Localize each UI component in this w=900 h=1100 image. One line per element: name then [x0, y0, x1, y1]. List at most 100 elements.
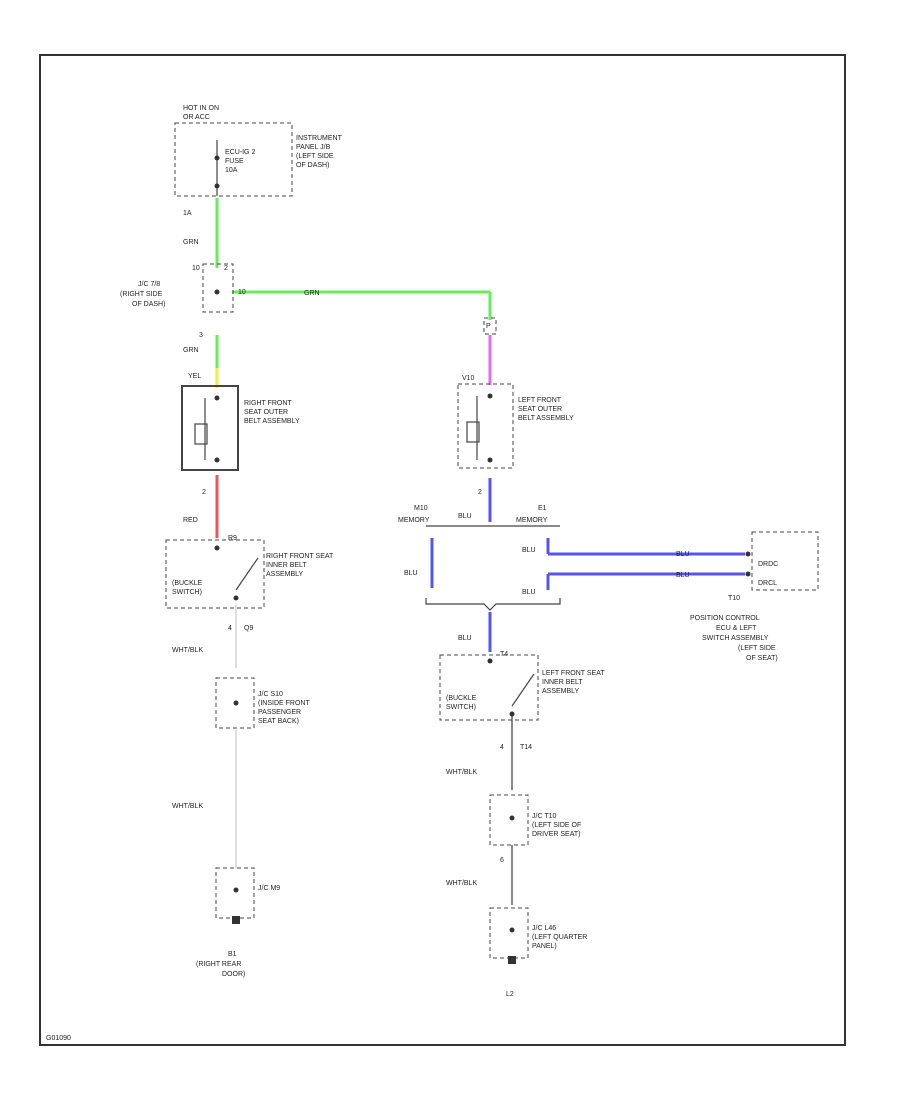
- pin-6-label: 6: [500, 857, 504, 864]
- hot-label: HOT IN ON: [183, 105, 219, 112]
- lf-outer-terminal-top: [487, 393, 493, 399]
- lf-inner-terminal-top: [487, 658, 493, 664]
- rf-outer-label-2: SEAT OUTER: [244, 409, 288, 416]
- pin-p-label: P: [486, 323, 491, 330]
- rf-outer-label-1: RIGHT FRONT: [244, 400, 292, 407]
- lf-outer-switch-body: [466, 421, 480, 443]
- pin-e1-label: E1: [538, 505, 547, 512]
- pin-2c-label: 2: [478, 489, 482, 496]
- pin-t4-label: T4: [500, 651, 508, 658]
- ground-b1-label-2: (RIGHT REAR: [196, 961, 241, 968]
- position-ecu-box: [751, 531, 819, 591]
- instrument-panel-jb-box: [174, 122, 293, 197]
- position-ecu-label-1: POSITION CONTROL: [690, 615, 760, 622]
- pin-4b-label: 4: [500, 744, 504, 751]
- wire-grn-label-2: GRN: [304, 290, 320, 297]
- fuse-terminal-bottom: [214, 183, 220, 189]
- jc-t10-label-3: DRIVER SEAT): [532, 831, 581, 838]
- jc-t10-box: [489, 794, 529, 846]
- jc-s10-label-3: PASSENGER: [258, 709, 301, 716]
- lf-outer-belt-box: [457, 383, 514, 469]
- ground-b1-symbol: [232, 916, 240, 924]
- pin-4a-label: 4: [228, 625, 232, 632]
- panel-label-2: PANEL J/B: [296, 144, 331, 151]
- jc-l46-box: [489, 907, 529, 959]
- rf-inner-label-2: INNER BELT: [266, 562, 307, 569]
- wire-grn-label-1: GRN: [183, 239, 199, 246]
- footer-code: G01090: [46, 1035, 71, 1042]
- ground-b1-label-3: DOOR): [222, 971, 245, 978]
- jc-t10-label-2: (LEFT SIDE OF: [532, 822, 581, 829]
- drdc-label: DRDC: [758, 561, 778, 568]
- pin-t14-label: T14: [520, 744, 532, 751]
- pin-q9-label: Q9: [244, 625, 253, 632]
- jc-m9-box: [215, 867, 255, 919]
- wire-blu-label-3: BLU: [522, 547, 536, 554]
- rf-outer-terminal-bottom: [214, 457, 220, 463]
- jc-l46-label-1: J/C L46: [532, 925, 556, 932]
- jc-s10-box: [215, 677, 255, 729]
- pin-2b-label: 2: [202, 489, 206, 496]
- memory-left-label: MEMORY: [398, 517, 430, 524]
- wire-blue-group: [430, 478, 745, 652]
- rf-inner-label-3: ASSEMBLY: [266, 571, 304, 578]
- lf-inner-belt-box: [439, 654, 539, 721]
- lf-outer-label-3: BELT ASSEMBLY: [518, 415, 574, 422]
- wire-whtblk-label-1: WHT/BLK: [172, 647, 203, 654]
- pin-10a-label: 10: [192, 265, 200, 272]
- lf-inner-label-3: ASSEMBLY: [542, 688, 580, 695]
- hot-label-2: OR ACC: [183, 114, 210, 121]
- panel-label-4: OF DASH): [296, 162, 329, 169]
- jc-s10-label-2: (INSIDE FRONT: [258, 700, 310, 707]
- memory-bus-bottom: [425, 598, 561, 611]
- position-ecu-label-2: ECU & LEFT: [716, 625, 757, 632]
- wire-blu-label-5: BLU: [676, 551, 690, 558]
- rf-outer-belt-box: [181, 385, 239, 471]
- drdc-terminal: [745, 551, 751, 557]
- fuse-label-1: ECU-IG 2: [225, 149, 255, 156]
- wire-yel-label: YEL: [188, 373, 201, 380]
- pin-10b-label: 10: [238, 289, 246, 296]
- lf-inner-label-1: LEFT FRONT SEAT: [542, 670, 605, 677]
- position-ecu-label-3: SWITCH ASSEMBLY: [702, 635, 769, 642]
- ground-b1-label-1: B1: [228, 951, 237, 958]
- lf-inner-terminal-bottom: [509, 711, 515, 717]
- wire-blu-label-4: BLU: [522, 589, 536, 596]
- ground-l2-label: L2: [506, 991, 514, 998]
- jc-78-label-2: (RIGHT SIDE: [120, 291, 163, 298]
- jc-s10-label-1: J/C S10: [258, 691, 283, 698]
- jc-78-label-3: OF DASH): [132, 301, 165, 308]
- jc-m9-node: [233, 887, 239, 893]
- rf-outer-label-3: BELT ASSEMBLY: [244, 418, 300, 425]
- wire-green-main: [215, 198, 492, 368]
- jc-l46-label-3: PANEL): [532, 943, 557, 950]
- wire-whtblk-label-2: WHT/BLK: [172, 803, 203, 810]
- drcl-terminal: [745, 571, 751, 577]
- rf-inner-switch-blade: [235, 557, 259, 591]
- jc-78-node: [214, 289, 220, 295]
- jc-l46-node: [509, 927, 515, 933]
- jc-m9-label: J/C M9: [258, 885, 280, 892]
- pin-r9-label: R9: [228, 535, 237, 542]
- jc-t10-label-1: J/C T10: [532, 813, 556, 820]
- jc-s10-label-4: SEAT BACK): [258, 718, 299, 725]
- wire-whtblk-label-4: WHT/BLK: [446, 880, 477, 887]
- jc-78-label-1: J/C 7/8: [138, 281, 160, 288]
- pin-v10-label: V10: [462, 375, 475, 382]
- buckle-l-label-2: SWITCH): [446, 704, 476, 711]
- fuse-terminal-top: [214, 155, 220, 161]
- buckle-l-label-1: (BUCKLE: [446, 695, 477, 702]
- rf-inner-label-1: RIGHT FRONT SEAT: [266, 553, 334, 560]
- diagram-frame: [39, 54, 846, 1046]
- rf-inner-terminal-top: [214, 545, 220, 551]
- panel-label-3: (LEFT SIDE: [296, 153, 334, 160]
- position-ecu-label-5: OF SEAT): [746, 655, 778, 662]
- pin-m10-label: M10: [414, 505, 428, 512]
- lf-outer-label-2: SEAT OUTER: [518, 406, 562, 413]
- lf-inner-label-2: INNER BELT: [542, 679, 583, 686]
- rf-inner-terminal-bottom: [233, 595, 239, 601]
- buckle-r-label-1: (BUCKLE: [172, 580, 203, 587]
- rf-outer-switch-body: [194, 423, 208, 445]
- wire-whtblk-label-3: WHT/BLK: [446, 769, 477, 776]
